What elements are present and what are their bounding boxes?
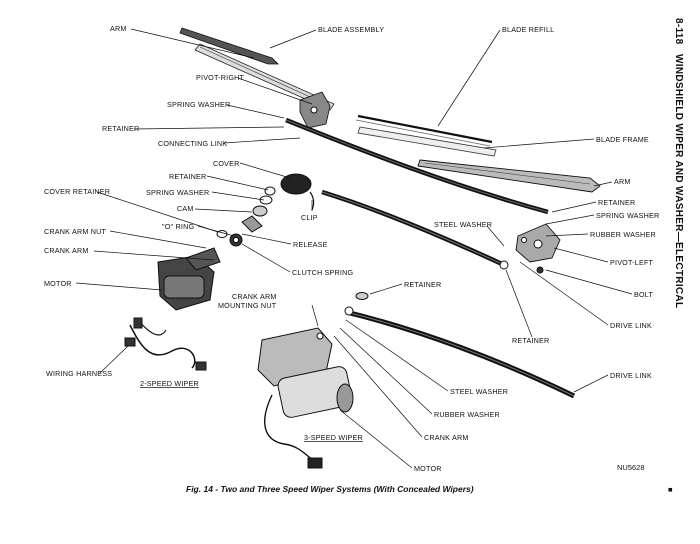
- motor-two-speed: [157, 247, 221, 311]
- pivot-right: [299, 91, 331, 129]
- label-pivot-left: PIVOT-LEFT: [610, 258, 654, 267]
- label-blade-frame: BLADE FRAME: [596, 135, 649, 144]
- blade-assembly: [194, 43, 335, 111]
- end-mark: ■: [668, 485, 673, 494]
- label-motor-1: MOTOR: [44, 279, 72, 288]
- label-arm-right: ARM: [614, 177, 631, 186]
- label-retainer-2: RETAINER: [169, 172, 206, 181]
- label-clip: CLIP: [301, 213, 318, 222]
- figure-code: NU5628: [617, 463, 645, 472]
- wiring-harness-three-speed: [264, 394, 323, 469]
- side-header: 8-118 WINDSHIELD WIPER AND WASHER—ELECTR…: [673, 18, 684, 308]
- label-clutch-spring: CLUTCH SPRING: [292, 268, 354, 277]
- blade-refill: [355, 114, 493, 147]
- label-crank-arm-mounting-nut-line1: CRANK ARM: [232, 292, 277, 301]
- parts-drawing: [124, 27, 601, 469]
- label-crank-arm-2: CRANK ARM: [424, 433, 469, 442]
- label-wiring-harness: WIRING HARNESS: [46, 369, 112, 378]
- label-spring-washer-1: SPRING WASHER: [167, 100, 230, 109]
- pivot-left: [515, 223, 561, 274]
- label-crank-arm-mounting-nut-line2: MOUNTING NUT: [218, 301, 277, 310]
- small-parts-stack: [216, 186, 276, 247]
- motor-three-speed: [257, 327, 354, 418]
- label-arm-top: ARM: [110, 24, 127, 33]
- drive-link-upper: [321, 189, 509, 270]
- label-two-speed-wiper: 2-SPEED WIPER: [140, 379, 199, 388]
- label-connecting-link: CONNECTING LINK: [158, 139, 227, 148]
- section-title: WINDSHIELD WIPER AND WASHER—ELECTRICAL: [673, 54, 684, 308]
- label-crank-arm-nut: CRANK ARM NUT: [44, 227, 107, 236]
- label-retainer-4: RETAINER: [512, 336, 549, 345]
- label-crank-arm-1: CRANK ARM: [44, 246, 89, 255]
- wiper-arm-right: [417, 159, 601, 193]
- motor-cover: [280, 173, 312, 195]
- label-retainer-1: RETAINER: [102, 124, 139, 133]
- label-blade-assembly: BLADE ASSEMBLY: [318, 25, 384, 34]
- label-pivot-right: PIVOT-RIGHT: [196, 73, 245, 82]
- leader-lines: [75, 28, 633, 469]
- clip: [309, 191, 315, 211]
- label-motor-2: MOTOR: [414, 464, 442, 473]
- label-blade-refill: BLADE REFILL: [502, 25, 554, 34]
- label-cover: COVER: [213, 159, 240, 168]
- label-drive-link-2: DRIVE LINK: [610, 371, 652, 380]
- label-bolt: BOLT: [634, 290, 653, 299]
- label-retainer-right: RETAINER: [598, 198, 635, 207]
- label-release: RELEASE: [293, 240, 328, 249]
- label-cover-retainer: COVER RETAINER: [44, 187, 110, 196]
- label-three-speed-wiper: 3-SPEED WIPER: [304, 433, 363, 442]
- page-number: 8-118: [673, 18, 684, 45]
- drive-link-lower: [344, 306, 576, 399]
- label-spring-washer-right: SPRING WASHER: [596, 211, 659, 220]
- label-steel-washer-2: STEEL WASHER: [450, 387, 508, 396]
- label-rubber-washer-1: RUBBER WASHER: [590, 230, 656, 239]
- wiper-arm-top: [179, 27, 279, 65]
- label-steel-washer-1: STEEL WASHER: [434, 220, 492, 229]
- label-rubber-washer-2: RUBBER WASHER: [434, 410, 500, 419]
- callout-labels: ARM BLADE ASSEMBLY BLADE REFILL PIVOT-RI…: [44, 24, 659, 473]
- label-drive-link-1: DRIVE LINK: [610, 321, 652, 330]
- wiring-harness-two-speed: [124, 317, 207, 371]
- figure-caption: Fig. 14 - Two and Three Speed Wiper Syst…: [186, 484, 474, 494]
- label-o-ring: "O" RING: [162, 222, 194, 231]
- label-spring-washer-2: SPRING WASHER: [146, 188, 209, 197]
- retainer-small: [355, 292, 369, 300]
- blade-frame: [357, 126, 497, 157]
- connecting-link: [285, 117, 549, 215]
- label-retainer-3: RETAINER: [404, 280, 441, 289]
- label-cam: CAM: [177, 204, 194, 213]
